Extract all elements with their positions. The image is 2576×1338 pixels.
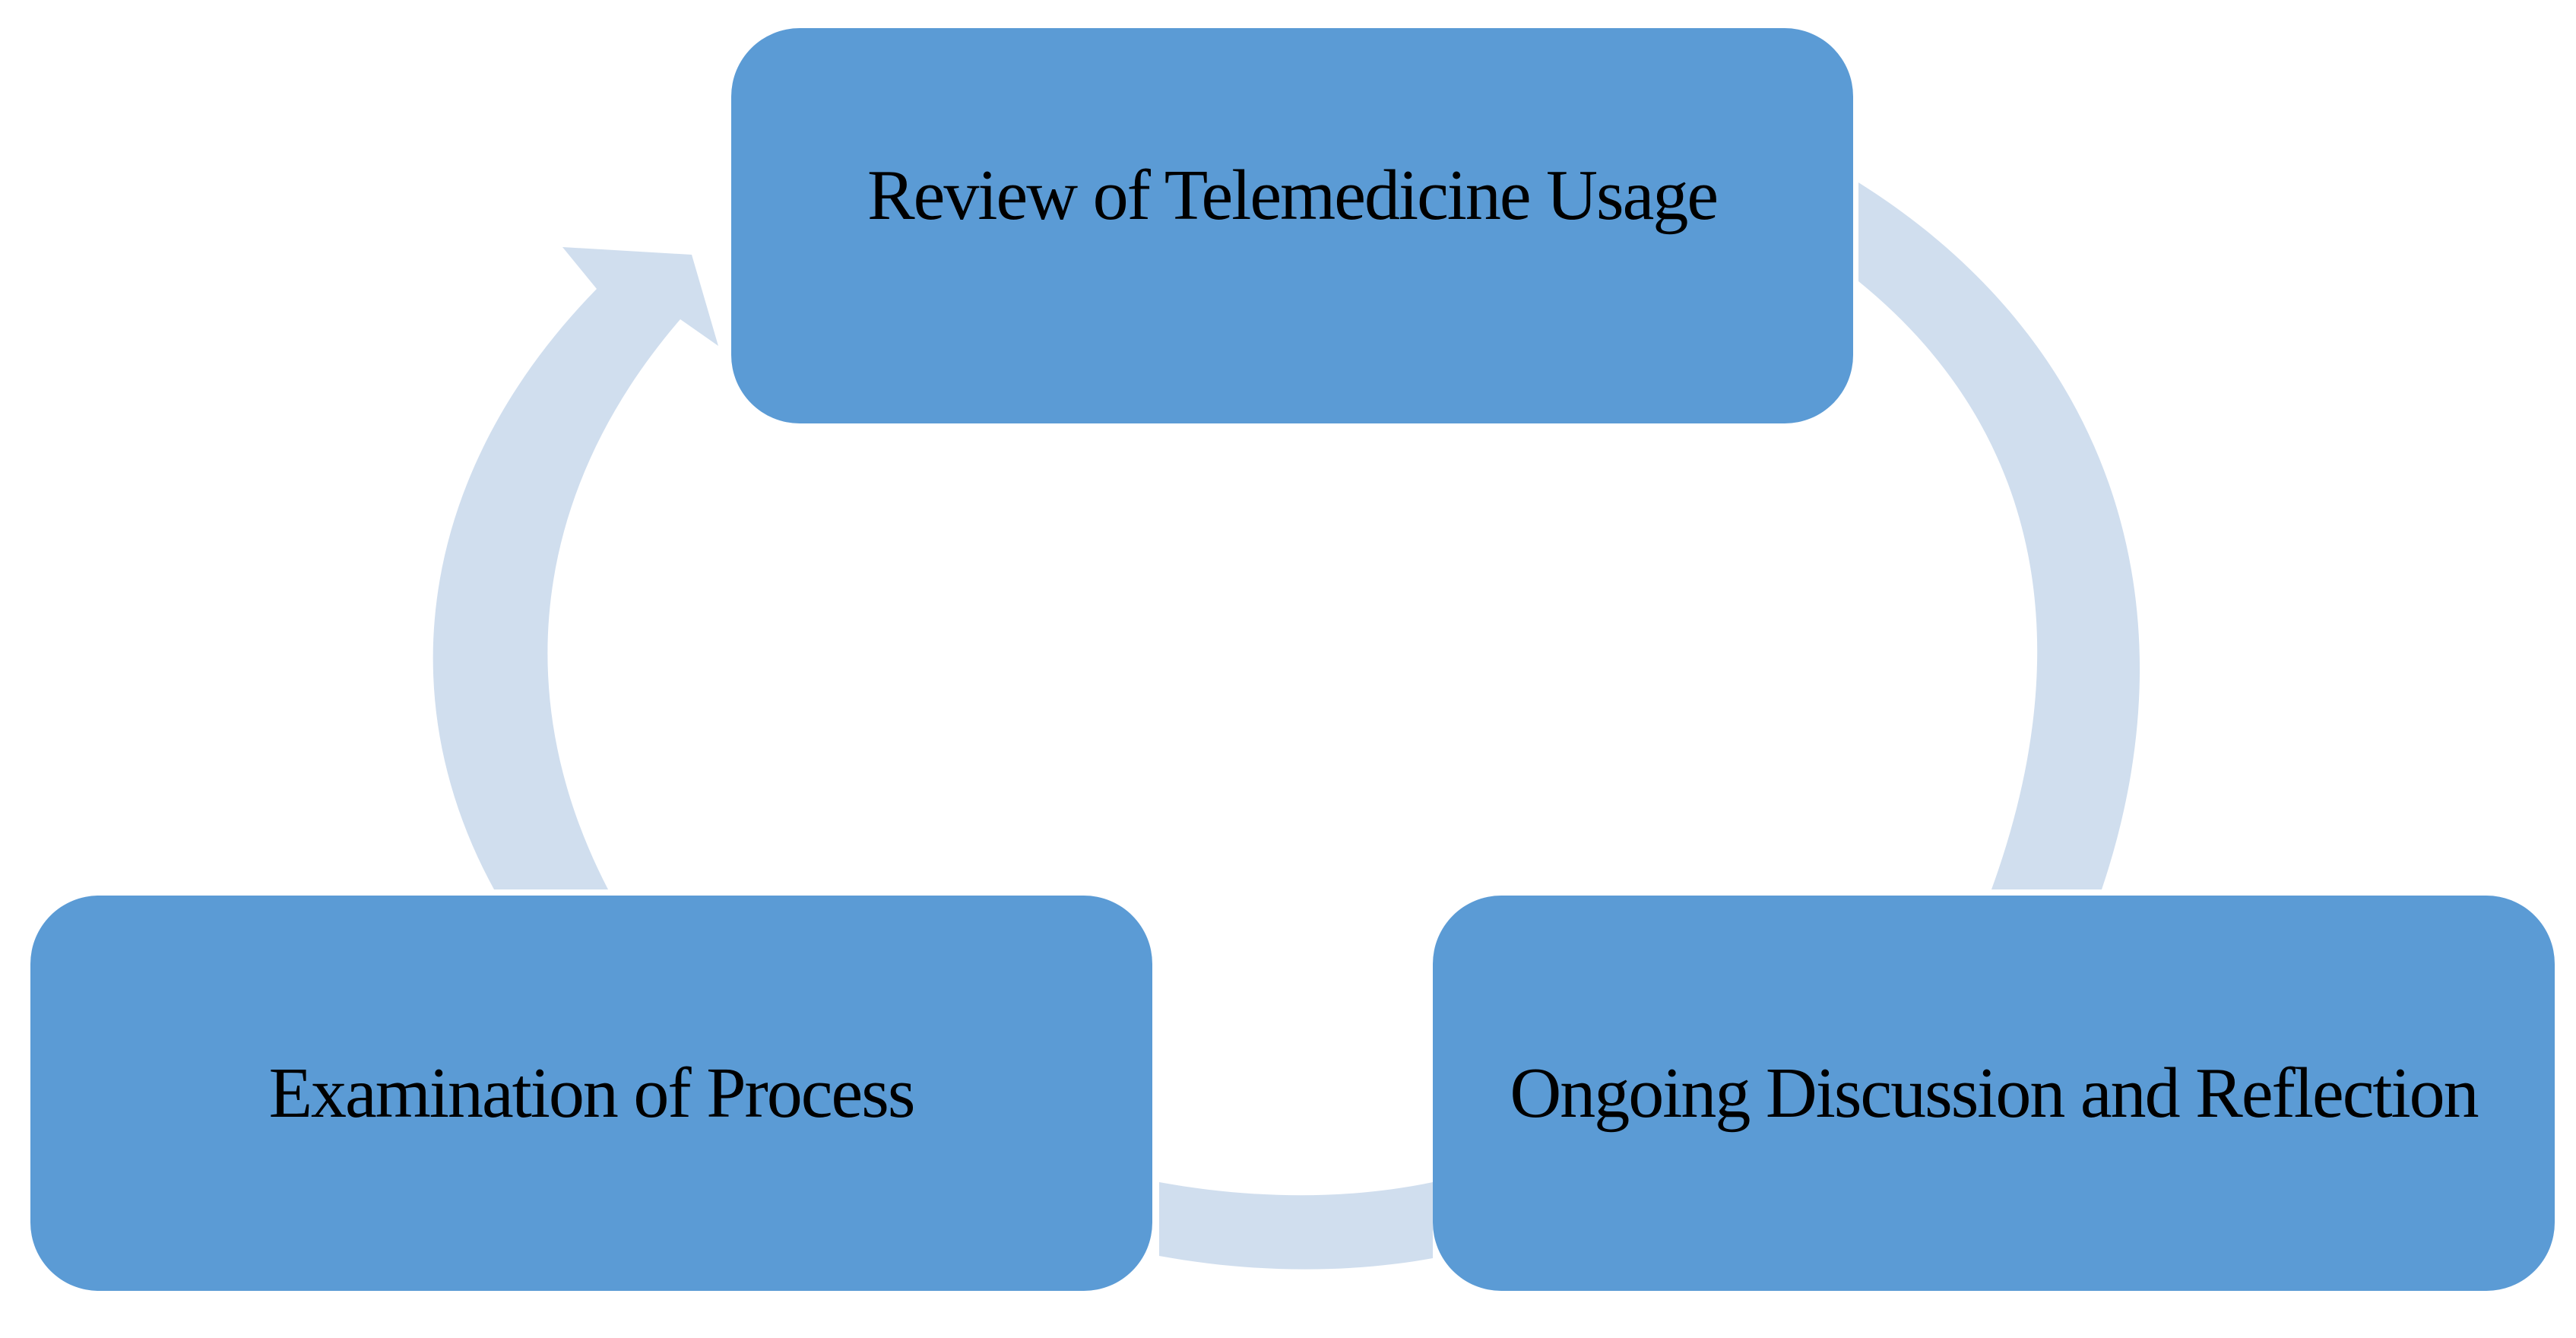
node-ongoing-discussion-reflection: Ongoing Discussion and Reflection xyxy=(1433,896,2555,1291)
arrow-discussion-to-examination xyxy=(1159,1182,1433,1270)
arrow-review-to-discussion xyxy=(1858,182,2140,889)
node-examination-of-process: Examination of Process xyxy=(30,896,1152,1291)
node-review-telemedicine-usage: Review of Telemedicine Usage xyxy=(731,28,1853,423)
node-label: Review of Telemedicine Usage xyxy=(867,155,1719,235)
node-label: Ongoing Discussion and Reflection xyxy=(1510,1053,2479,1133)
arrow-examination-to-review xyxy=(433,247,718,889)
node-label: Examination of Process xyxy=(268,1053,916,1133)
